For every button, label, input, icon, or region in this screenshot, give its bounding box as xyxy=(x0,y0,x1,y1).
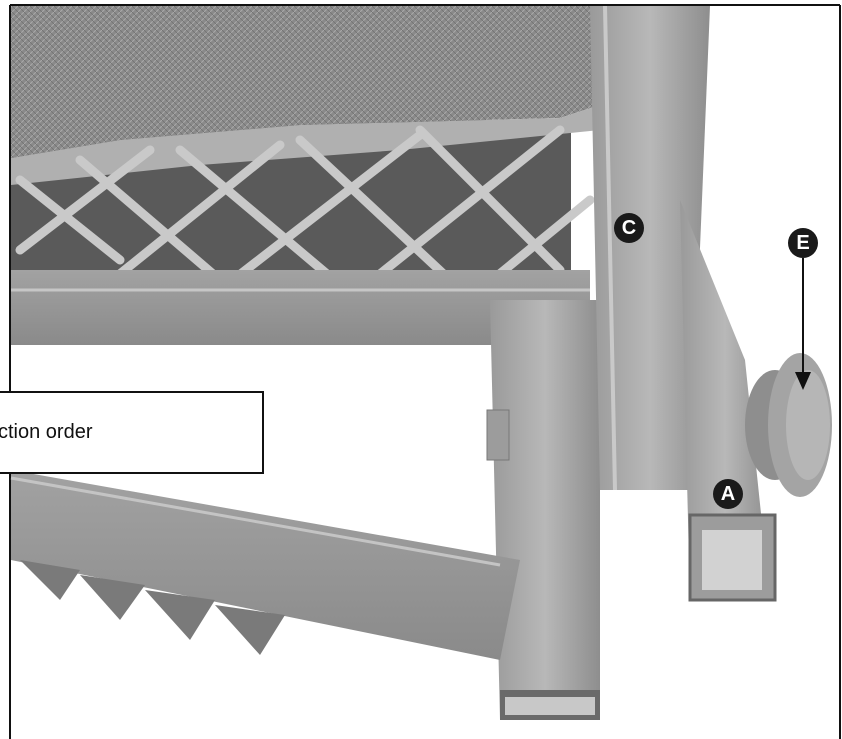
marker-e-label: E xyxy=(796,231,810,254)
figure-frame xyxy=(9,4,841,739)
upright-c xyxy=(590,6,710,490)
marker-a-label: A xyxy=(720,482,736,505)
marker-c-label: C xyxy=(621,216,637,239)
marker-a: A xyxy=(713,479,743,509)
marker-e: E xyxy=(788,228,818,258)
vertical-leg xyxy=(490,300,600,720)
callout-text: ction order xyxy=(0,421,93,443)
diagonal-brace xyxy=(11,470,520,660)
marker-c: C xyxy=(614,213,644,243)
fabric-seat xyxy=(11,6,600,158)
saw-teeth xyxy=(20,560,285,655)
bolt xyxy=(486,409,510,461)
callout-box: ction order xyxy=(0,391,264,474)
tube-a xyxy=(680,200,770,600)
diamond-mesh xyxy=(15,125,595,295)
arrow-head xyxy=(795,372,811,390)
